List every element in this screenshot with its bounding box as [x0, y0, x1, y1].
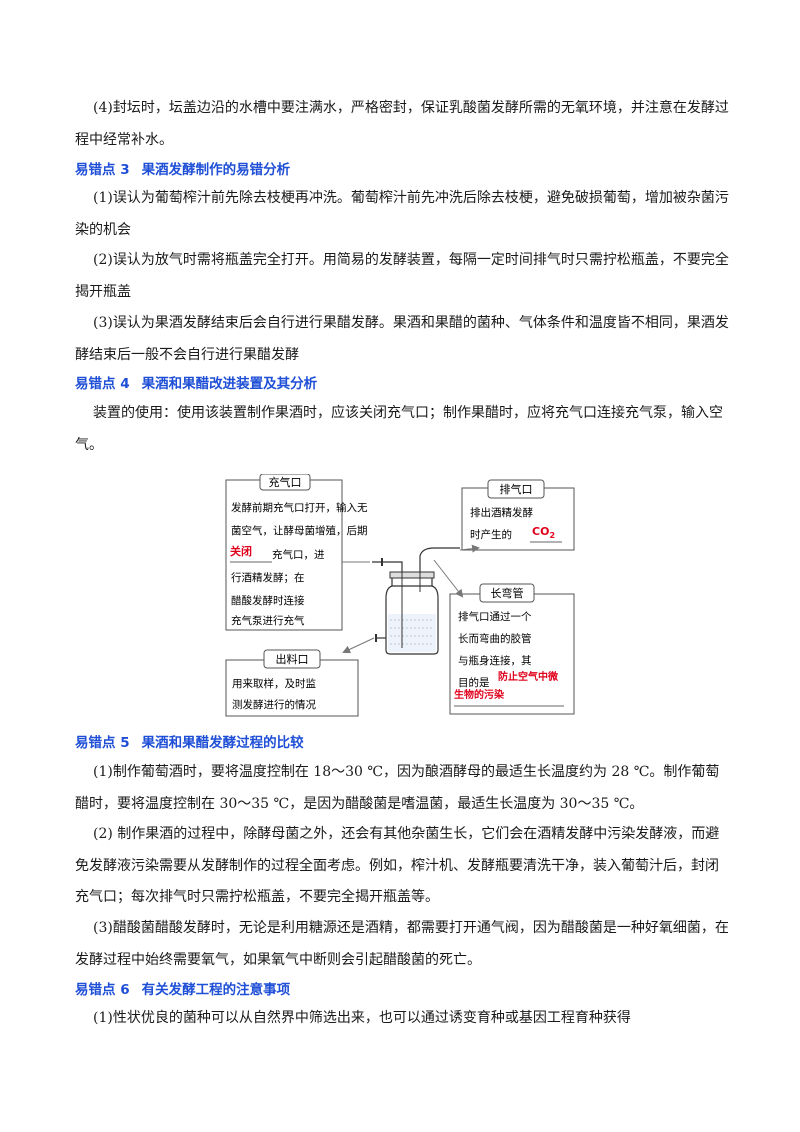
inlet-answer-close: 关闭	[230, 544, 252, 558]
inlet-line-4: 行酒精发酵；在	[231, 571, 305, 584]
inlet-line-6: 充气泵进行充气	[231, 614, 305, 627]
inlet-callout: 充气口 发酵前期充气口打开，输入无 菌空气，让酵母菌增殖，后期 关闭 充气口，进…	[225, 474, 368, 631]
paragraph-error3-item1: (1)误认为葡萄榨汁前先除去枝梗再冲洗。葡萄榨汁前先冲洗后除去枝梗，避免破损葡萄…	[75, 190, 729, 238]
paragraph-sealing: (4)封坛时，坛盖边沿的水槽中要注满水，严格密封，保证乳酸菌发酵所需的无氧环境，…	[75, 100, 729, 148]
paragraph-device-usage: 装置的使用：使用该装置制作果酒时，应该关闭充气口；制作果醋时，应将充气口连接充气…	[75, 405, 723, 453]
tube-answer-line-2: 生物的污染	[454, 688, 505, 701]
tube-line-2: 长而弯曲的胶管	[458, 632, 532, 645]
exhaust-title: 排气口	[500, 482, 533, 496]
inlet-line-5: 醋酸发酵时连接	[231, 594, 305, 607]
tube-line-1: 排气口通过一个	[458, 610, 532, 623]
outlet-callout: 出料口 用来取样，及时监 测发酵进行的情况	[225, 649, 359, 717]
inlet-line-1: 发酵前期充气口打开，输入无	[231, 501, 368, 514]
paragraph-error3-item3: (3)误认为果酒发酵结束后会自行进行果醋发酵。果酒和果醋的菌种、气体条件和温度皆…	[75, 315, 729, 363]
tube-answer-line-1: 防止空气中微	[498, 670, 559, 683]
inlet-line-2: 菌空气，让酵母菌增殖，后期	[231, 524, 368, 537]
paragraph-error5-item3: (3)醋酸菌醋酸发酵时，无论是利用糖源还是酒精，都需要打开通气阀，因为醋酸菌是一…	[75, 920, 729, 968]
exhaust-answer-co2: CO2	[532, 525, 555, 540]
tube-line-4: 目的是	[458, 676, 490, 689]
exhaust-line-2: 时产生的	[470, 528, 512, 541]
paragraph-error5-item1: (1)制作葡萄酒时，要将温度控制在 18～30 ℃，因为酿酒酵母的最适生长温度约…	[75, 764, 720, 812]
inlet-line-3: 充气口，进	[272, 548, 325, 561]
exhaust-answer-sub: 2	[549, 531, 555, 540]
inlet-title: 充气口	[269, 475, 302, 489]
exhaust-callout: 排气口 排出酒精发酵 时产生的 CO2	[461, 479, 575, 551]
paragraph-error6-item1: (1)性状优良的菌种可以从自然界中筛选出来，也可以通过诱变育种或基因工程育种获得	[93, 1010, 631, 1026]
paragraph-error5-item2: (2) 制作果酒的过程中，除酵母菌之外，还会有其他杂菌生长，它们会在酒精发酵中污…	[75, 826, 720, 905]
outlet-line-1: 用来取样，及时监	[232, 677, 316, 690]
tube-title: 长弯管	[491, 586, 524, 600]
exhaust-line-1: 排出酒精发酵	[470, 506, 533, 519]
outlet-line-2: 测发酵进行的情况	[232, 698, 316, 711]
fermentation-device-diagram: 充气口 发酵前期充气口打开，输入无 菌空气，让酵母菌增殖，后期 关闭 充气口，进…	[225, 474, 575, 717]
exhaust-answer-co: CO	[532, 525, 549, 538]
fermentation-bottle	[372, 547, 460, 655]
paragraph-error3-item2: (2)误认为放气时需将瓶盖完全打开。用简易的发酵装置，每隔一定时间排气时只需拧松…	[75, 252, 729, 300]
tube-callout: 长弯管 排气口通过一个 长而弯曲的胶管 与瓶身连接，其 目的是 防止空气中微 生…	[449, 583, 575, 715]
tube-line-3: 与瓶身连接，其	[458, 654, 532, 667]
outlet-title: 出料口	[276, 652, 309, 666]
